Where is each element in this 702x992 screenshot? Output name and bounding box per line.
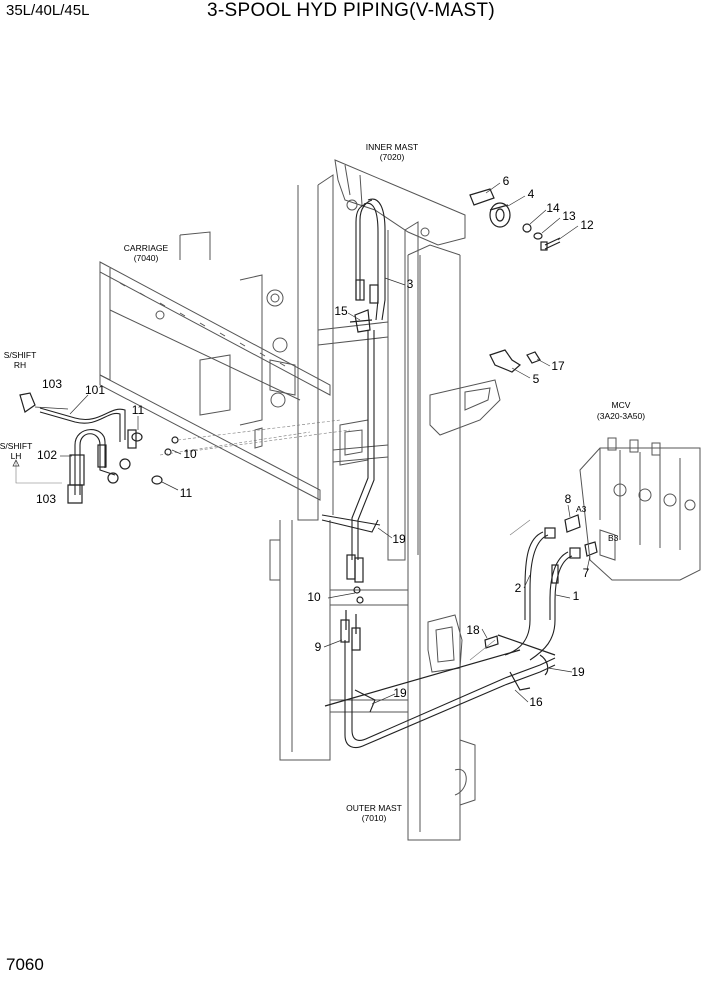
- callout-18: 18: [466, 623, 480, 637]
- mcv-label: MCV: [612, 400, 631, 410]
- carriage-code: (7040): [134, 253, 159, 263]
- callout-6: 6: [503, 174, 510, 188]
- callout-9: 9: [315, 640, 322, 654]
- callout-12: 12: [580, 218, 594, 232]
- callout-1: 1: [573, 589, 580, 603]
- outer-mast: [269, 244, 501, 841]
- inner-mast-code: (7020): [380, 152, 405, 162]
- sshift-rh-label: S/SHIFT: [4, 350, 37, 360]
- reference-lines: [12, 419, 531, 661]
- callout-19-bottom: 19: [393, 686, 407, 700]
- callout-103-bottom: 103: [36, 492, 56, 506]
- callout-5: 5: [533, 372, 540, 386]
- fittings: [131, 188, 598, 649]
- callout-11-bottom: 11: [180, 486, 193, 500]
- port-a3-label: A3: [576, 504, 587, 514]
- callout-19-top: 19: [392, 532, 406, 546]
- mcv-code: (3A20-3A50): [597, 411, 645, 421]
- sshift-lh-label: S/SHIFT: [0, 441, 32, 451]
- callout-10-mast: 10: [307, 590, 321, 604]
- outer-mast-code: (7010): [362, 813, 387, 823]
- callout-17: 17: [551, 359, 565, 373]
- callout-14: 14: [546, 201, 560, 215]
- page-title: 3-SPOOL HYD PIPING(V-MAST): [207, 0, 495, 21]
- callout-numbers: 6 4 14 13 12 3 15 5 17 103 101 11 10 102…: [36, 174, 594, 709]
- hydraulic-piping: [19, 198, 581, 749]
- mcv-valve: [579, 437, 701, 581]
- callout-101: 101: [85, 383, 105, 397]
- leader-lines: [34, 182, 591, 705]
- callout-16: 16: [529, 695, 543, 709]
- callout-10-left: 10: [183, 447, 197, 461]
- assembly-labels: INNER MAST (7020) CARRIAGE (7040) OUTER …: [0, 142, 645, 823]
- callout-102: 102: [37, 448, 57, 462]
- callout-7: 7: [583, 566, 590, 580]
- model-label: 35L/40L/45L: [6, 2, 90, 19]
- port-b3-label: B3: [608, 533, 619, 543]
- carriage: [99, 231, 331, 501]
- inner-mast: [297, 159, 466, 561]
- outer-mast-label: OUTER MAST: [346, 803, 402, 813]
- callout-8: 8: [565, 492, 572, 506]
- callout-19-right: 19: [571, 665, 585, 679]
- carriage-label: CARRIAGE: [124, 243, 169, 253]
- inner-mast-label: INNER MAST: [366, 142, 418, 152]
- sshift-rh-side: RH: [14, 360, 26, 370]
- callout-103-top: 103: [42, 377, 62, 391]
- callout-2: 2: [515, 581, 522, 595]
- sshift-lh-side: LH: [11, 451, 22, 461]
- callout-15: 15: [334, 304, 348, 318]
- callout-4: 4: [528, 187, 535, 201]
- callout-3: 3: [407, 277, 414, 291]
- page-number: 7060: [6, 955, 44, 974]
- callout-13: 13: [562, 209, 576, 223]
- callout-11-top: 11: [132, 403, 145, 417]
